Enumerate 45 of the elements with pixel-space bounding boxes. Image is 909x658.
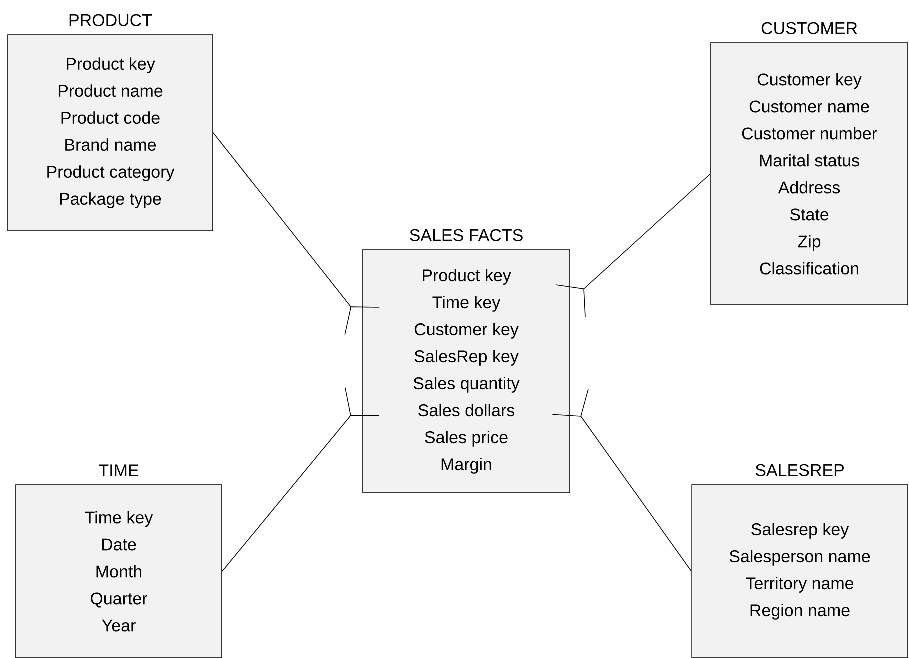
node-label: Salesrep key	[752, 523, 850, 539]
node-label: Region name	[750, 604, 850, 620]
table-box: Customer key Customer name Customer number Marital status Address State Zip Classification	[710, 42, 908, 306]
node-label: Customer key	[414, 323, 519, 339]
node-label: Time key	[85, 511, 154, 528]
node-label: Brand name	[66, 138, 156, 152]
table-heading: SALES FACTS	[410, 229, 523, 242]
node-label: Zip	[798, 235, 821, 252]
table-box: Time key Date Month Quarter Year	[16, 484, 222, 658]
table-box: Salesrep key Salesperson name Territory name Region name	[692, 484, 908, 658]
node-label: Month	[96, 565, 142, 578]
node-label: Product key	[423, 269, 512, 285]
node-label: Product code	[62, 112, 160, 124]
node-label: Address	[778, 181, 840, 194]
node-label: Sales quantity	[414, 377, 520, 393]
node-label: State	[790, 208, 829, 221]
node-label: Classification	[760, 262, 858, 275]
node-label: Salesperson name	[730, 550, 870, 566]
node-label: Sales dollars	[418, 404, 515, 417]
node-label: Customer name	[750, 100, 870, 113]
crows-foot-connector	[222, 387, 380, 572]
crows-foot-connector	[213, 132, 380, 336]
node-label: Customer number	[742, 127, 878, 140]
crows-foot-connector	[552, 388, 692, 572]
table-heading: PRODUCT	[70, 14, 152, 26]
table-heading: TIME	[99, 464, 139, 476]
node-label: Marital status	[760, 154, 860, 167]
node-label: Product category	[48, 166, 175, 182]
node-label: Year	[102, 620, 136, 632]
table-heading: CUSTOMER	[762, 22, 858, 34]
crows-foot-connector	[556, 174, 711, 318]
table-heading: SALESREP	[756, 464, 844, 476]
node-label: Margin	[442, 458, 492, 474]
node-label: Date	[102, 538, 136, 551]
node-label: Sales price	[425, 431, 508, 447]
node-label: Territory name	[746, 577, 854, 593]
node-label: Time key	[432, 296, 501, 312]
node-label: Product name	[58, 84, 163, 98]
node-label: SalesRep key	[414, 350, 519, 366]
node-label: Package type	[60, 192, 162, 208]
table-box: Product key Time key Customer key SalesRep key Sales quantity Sales dollars Sales price Margin	[362, 250, 570, 494]
node-label: Product key	[67, 58, 156, 74]
table-box: Product key Product name Product code Brand name Product category Package type	[8, 34, 214, 232]
node-label: Quarter	[90, 592, 148, 608]
node-label: Customer key	[758, 73, 862, 90]
